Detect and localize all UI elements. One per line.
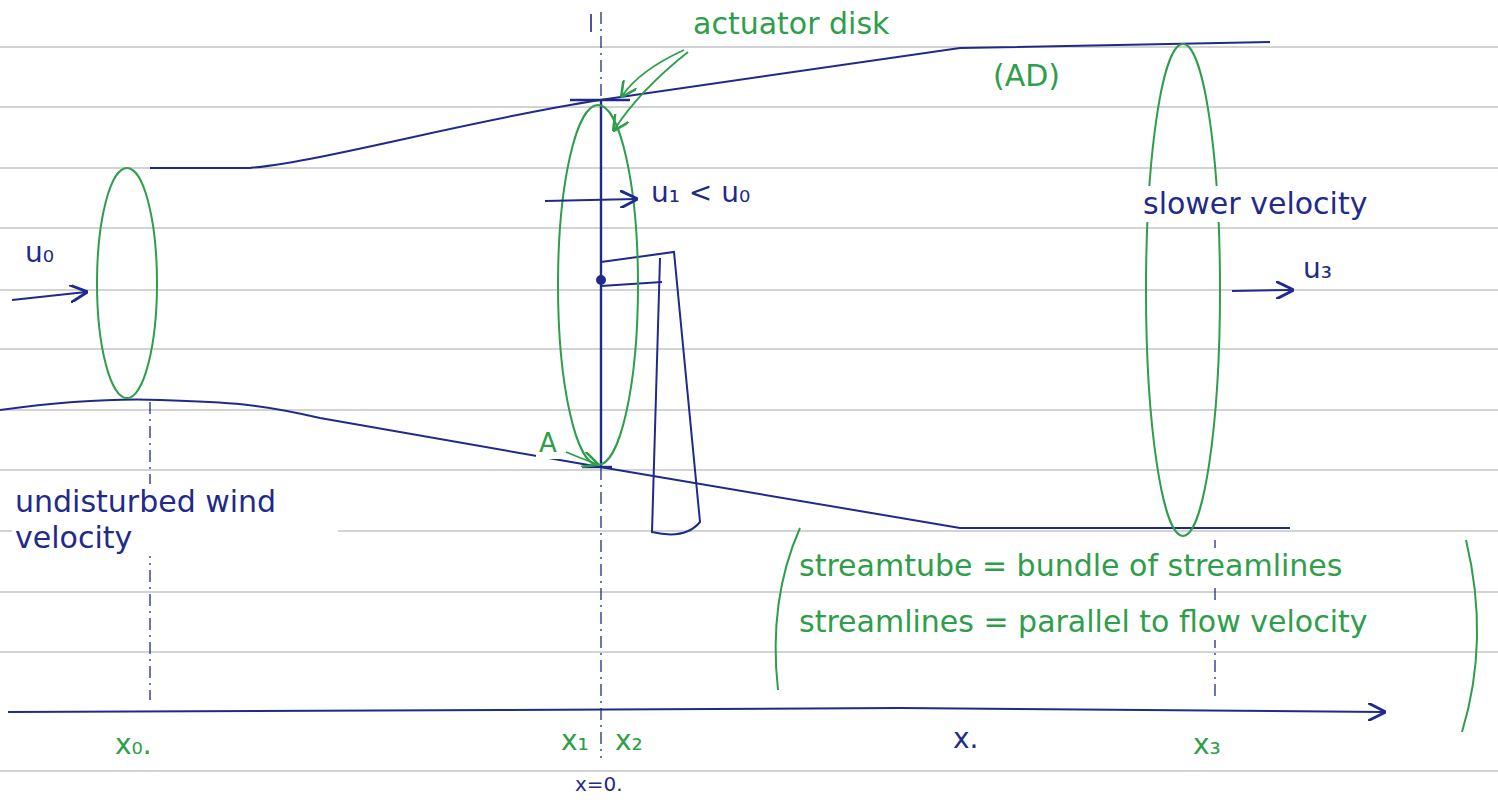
velocity-label: u₁ < u₀ xyxy=(648,176,753,210)
axis-label: x₁ xyxy=(558,724,592,758)
axis-label: x₂ xyxy=(612,724,646,758)
actuator-disk xyxy=(570,100,630,467)
velocity-label: u₃ xyxy=(1300,252,1335,286)
area-label: A xyxy=(536,428,560,459)
axis-label: x=0. xyxy=(572,772,626,796)
x-axis xyxy=(8,708,1384,712)
axis-label: x₀. xyxy=(112,728,155,762)
velocity-note: undisturbed wind velocity xyxy=(12,484,338,556)
definition-note: streamlines = parallel to flow velocity xyxy=(796,604,1452,640)
streamtube-boundary xyxy=(0,42,1290,528)
station-lines xyxy=(150,12,1215,758)
rotor-blade xyxy=(597,252,700,534)
axis-label: x₃ xyxy=(1190,728,1224,762)
ruled-lines xyxy=(0,47,1498,771)
velocity-label: u₀ xyxy=(22,236,57,270)
velocity-arrow xyxy=(12,199,1292,300)
note-bracket xyxy=(776,528,1477,732)
callout-label: actuator disk xyxy=(690,6,892,42)
leader-line xyxy=(566,50,688,464)
stream-cross-section xyxy=(97,44,1220,536)
axis-tick xyxy=(590,14,592,32)
velocity-note: slower velocity xyxy=(1140,186,1370,222)
abbreviation-label: (AD) xyxy=(990,58,1063,94)
definition-note: streamtube = bundle of streamlines xyxy=(796,548,1345,584)
axis-label: x. xyxy=(950,722,981,756)
